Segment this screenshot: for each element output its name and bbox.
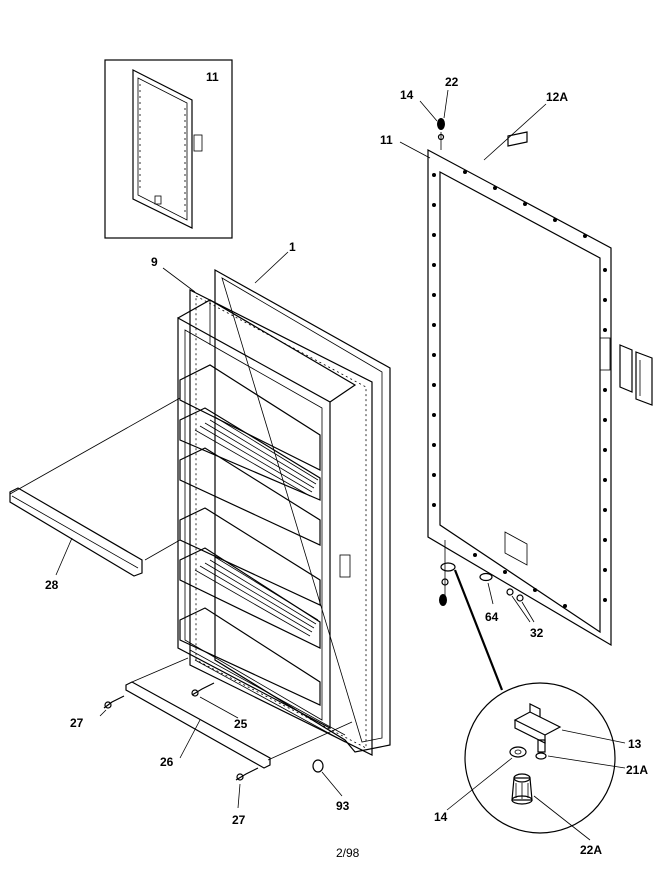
callout-93: 93 (336, 799, 350, 813)
callout-14-bottom: 14 (434, 810, 448, 824)
footer-code: 2/98 (336, 846, 360, 860)
top-hinge-hardware: 14 22 (400, 75, 459, 150)
callout-28: 28 (45, 578, 59, 592)
callout-26: 26 (160, 755, 174, 769)
callout-13: 13 (628, 737, 642, 751)
callout-11: 11 (380, 133, 393, 147)
callout-12A: 12A (546, 90, 568, 104)
callout-27-bottom: 27 (232, 813, 246, 827)
detail-circle: 13 14 21A 22A (434, 682, 648, 857)
bottom-hinge-hardware: 64 32 (439, 540, 544, 691)
callout-14-top: 14 (400, 88, 414, 102)
bottom-rail-26: 26 27 25 27 93 (70, 657, 353, 827)
callout-22A: 22A (580, 843, 602, 857)
callout-32: 32 (530, 626, 544, 640)
door-liner-assembly: 1 9 (151, 240, 391, 756)
door-frame-11: 11 12A (380, 90, 653, 647)
frame-holes (432, 170, 607, 608)
callout-64: 64 (485, 610, 499, 624)
callout-25: 25 (234, 717, 248, 731)
callout-1: 1 (289, 240, 296, 254)
callout-22-top: 22 (445, 75, 459, 89)
inset-gasket-view: 11 (104, 59, 233, 239)
callout-inset-11: 11 (206, 70, 219, 84)
callout-9: 9 (151, 255, 158, 269)
callout-21A: 21A (626, 763, 648, 777)
callout-27-left: 27 (70, 716, 84, 730)
shelf-rail-28: 28 (9, 397, 181, 592)
